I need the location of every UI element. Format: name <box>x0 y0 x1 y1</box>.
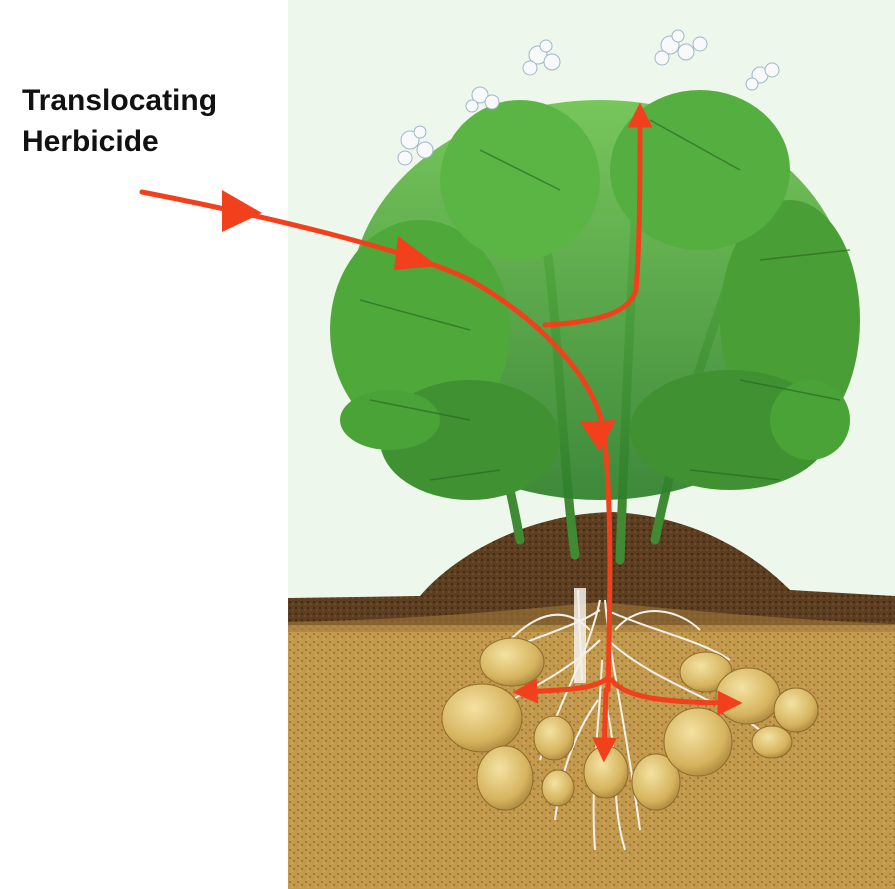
illustration-panel <box>288 0 895 889</box>
down-root-arrow <box>604 690 606 755</box>
